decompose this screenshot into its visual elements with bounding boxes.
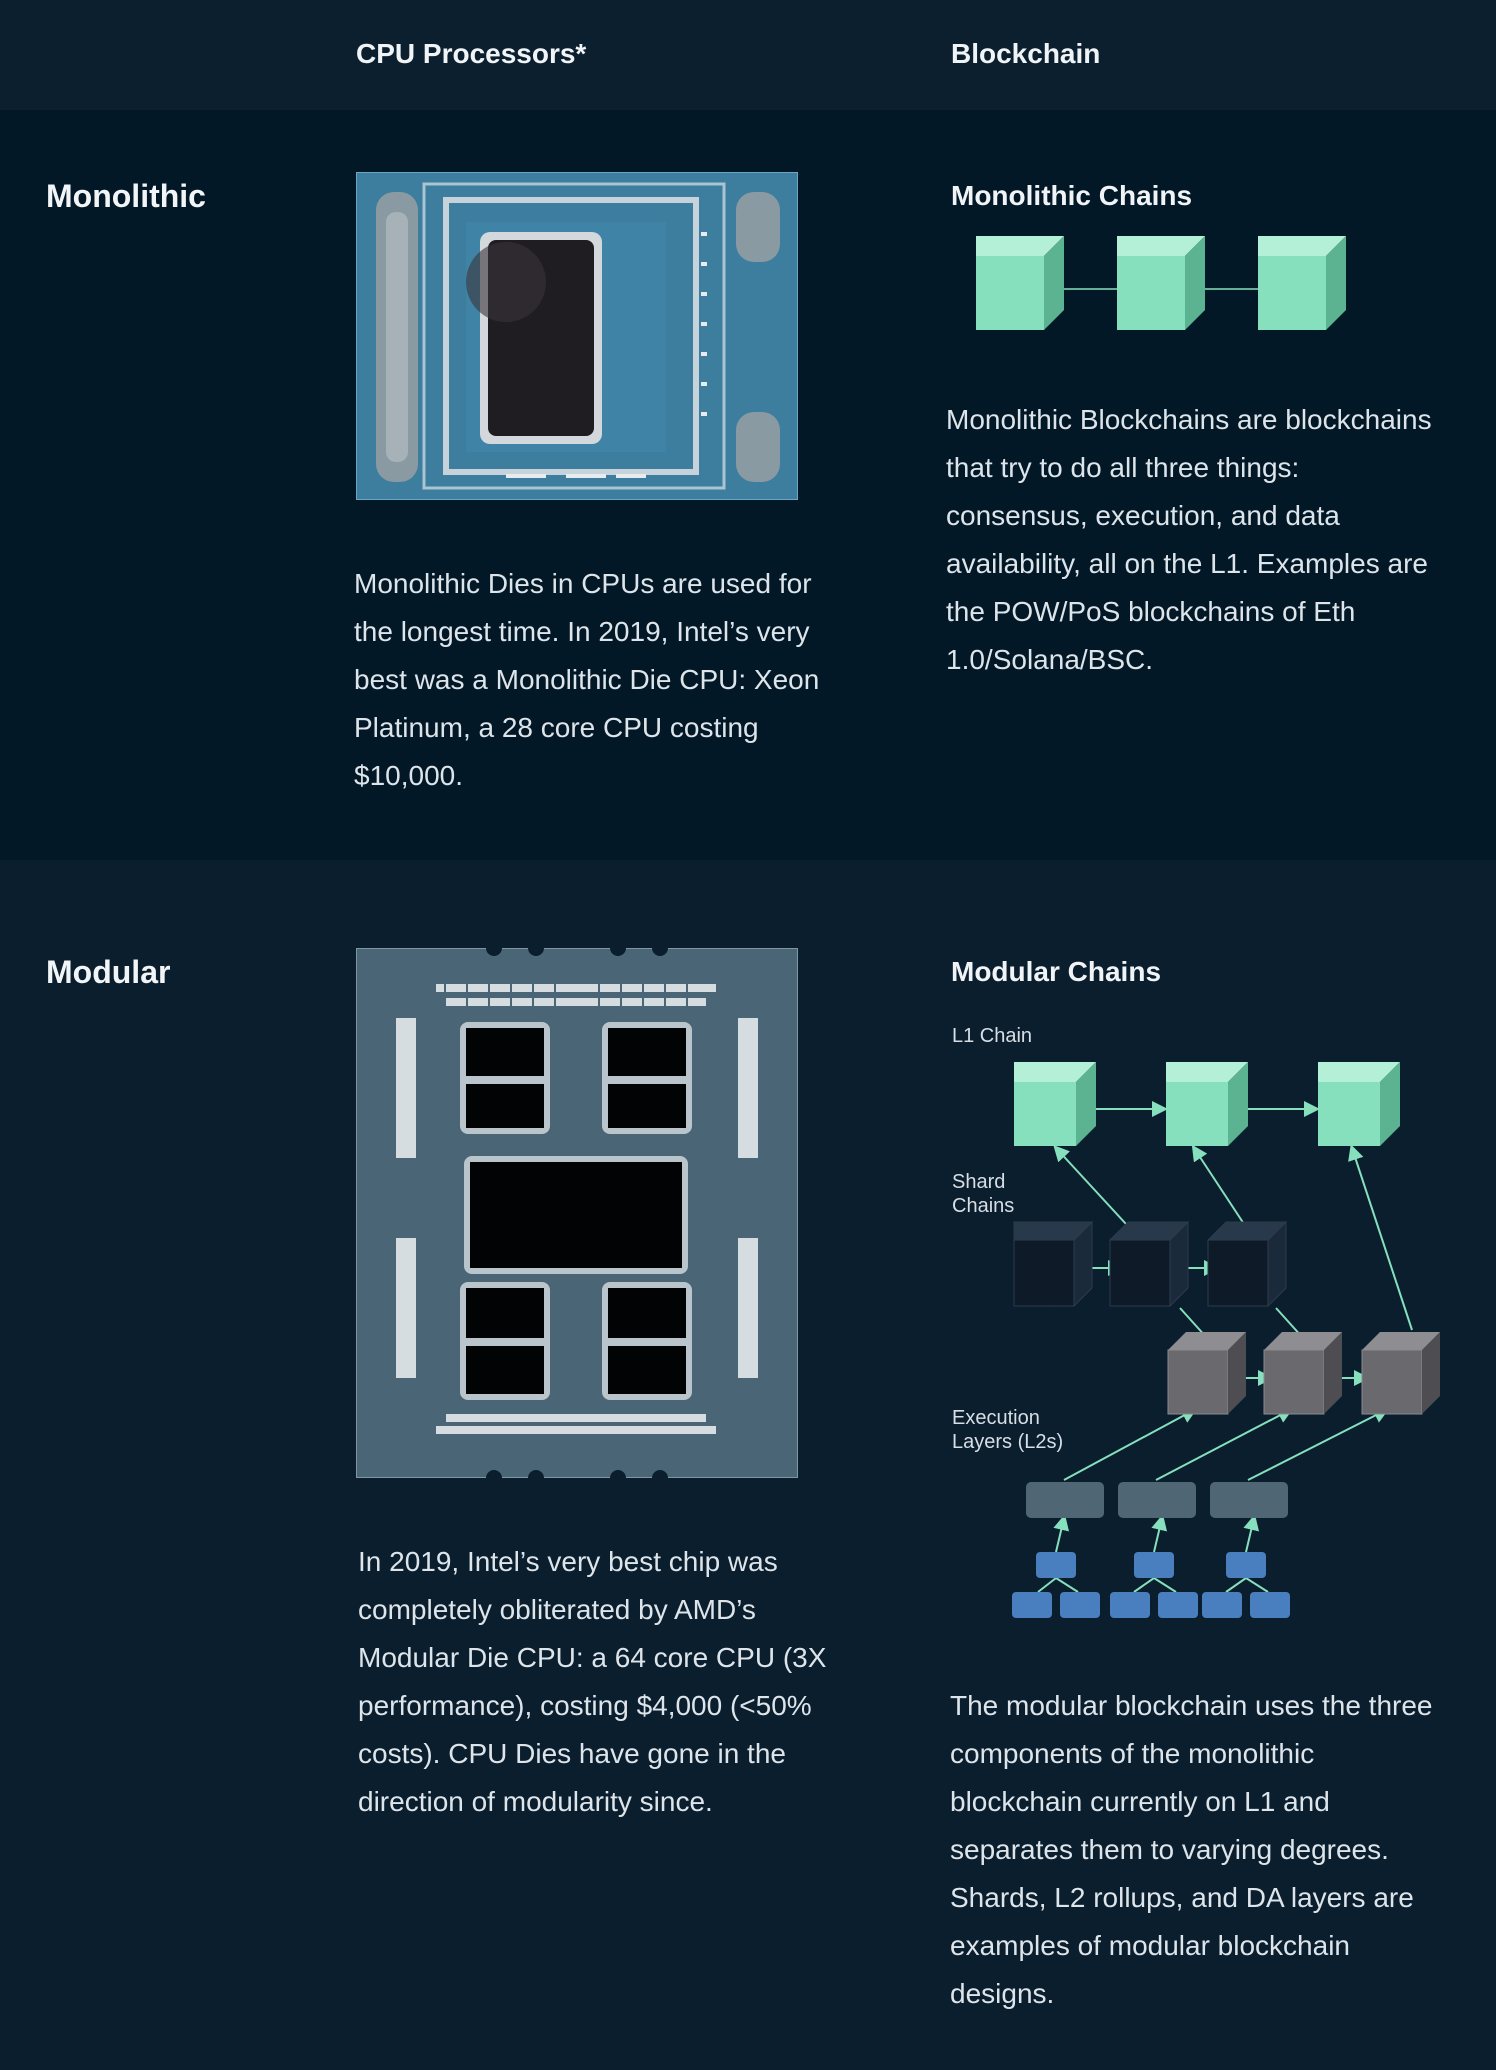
execution-block-3	[1361, 1332, 1440, 1415]
modular-chain-diagram	[1012, 1062, 1440, 1618]
execution-block-1	[1167, 1332, 1246, 1415]
column-header-blockchain: Blockchain	[951, 38, 1101, 69]
shard-block-1-body	[1012, 1220, 1094, 1308]
label-shard-chains: Shard Chains	[952, 1171, 1015, 1217]
shard-block-3	[1206, 1220, 1288, 1308]
blue-leaf	[1202, 1592, 1242, 1618]
l1-block-3	[1318, 1062, 1400, 1146]
blue-node	[1134, 1552, 1174, 1578]
l1-block-2	[1166, 1062, 1248, 1146]
monolithic-chains-title: Monolithic Chains	[951, 180, 1193, 211]
blue-leaf	[1110, 1592, 1150, 1618]
l1-block-1	[1014, 1062, 1096, 1146]
blue-leaf	[1012, 1592, 1052, 1618]
blue-leaf	[1060, 1592, 1100, 1618]
monolithic-chain-description: Monolithic Blockchains are blockchains t…	[946, 404, 1432, 675]
monolithic-block-3	[1258, 236, 1346, 330]
monolithic-cpu-die-image	[356, 172, 798, 500]
l2-slab-3	[1210, 1482, 1288, 1518]
modular-cpu-die-image	[356, 948, 798, 1478]
shard-block-2	[1108, 1220, 1190, 1308]
row-label-modular: Modular	[46, 954, 171, 990]
blue-node	[1036, 1552, 1076, 1578]
monolithic-block-2	[1117, 236, 1205, 330]
modular-chain-description: The modular blockchain uses the three co…	[950, 1690, 1433, 2009]
l2-slab-1	[1026, 1482, 1104, 1518]
table-header: CPU Processors* Blockchain	[0, 0, 1496, 110]
l2-slab-2	[1118, 1482, 1196, 1518]
label-l1-chain: L1 Chain	[952, 1025, 1033, 1047]
monolithic-block-1	[976, 236, 1064, 330]
blue-node	[1226, 1552, 1266, 1578]
monolithic-cpu-description: Monolithic Dies in CPUs are used for the…	[354, 568, 820, 791]
execution-block-2	[1263, 1332, 1342, 1415]
blue-leaf	[1158, 1592, 1198, 1618]
column-header-cpu: CPU Processors*	[356, 38, 587, 69]
blue-leaf	[1250, 1592, 1290, 1618]
monolithic-chain-diagram	[976, 236, 1346, 330]
modular-cpu-description: In 2019, Intel’s very best chip was comp…	[358, 1546, 827, 1817]
label-execution-layers: Execution Layers (L2s)	[952, 1407, 1064, 1453]
modular-chains-title: Modular Chains	[951, 956, 1162, 987]
row-label-monolithic: Monolithic	[46, 178, 206, 214]
